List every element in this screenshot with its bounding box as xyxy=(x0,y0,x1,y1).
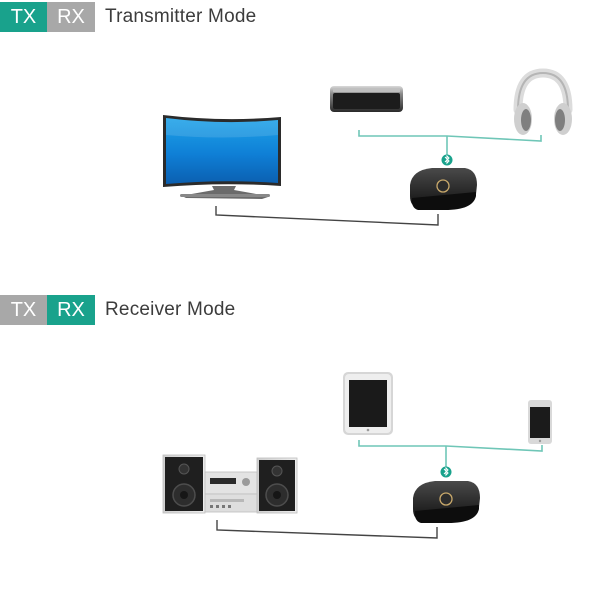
transmitter-mode-header: TX RX Transmitter Mode xyxy=(0,2,256,32)
right-speaker-icon xyxy=(256,457,298,514)
receiver-mode-title: Receiver Mode xyxy=(105,299,236,320)
transmitter-mode-title: Transmitter Mode xyxy=(105,6,257,27)
amplifier-icon xyxy=(204,471,258,513)
soundbar-icon xyxy=(330,86,403,112)
rx-badge: RX xyxy=(47,295,95,325)
adapter-icon xyxy=(413,481,480,523)
bluetooth-icon xyxy=(440,466,452,478)
audio-cable xyxy=(216,520,438,539)
transmitter-diagram xyxy=(0,40,600,300)
tv-icon xyxy=(163,115,281,199)
rx-badge: RX xyxy=(47,2,95,32)
bluetooth-icon xyxy=(441,154,453,166)
bluetooth-connection xyxy=(358,440,543,467)
tablet-icon xyxy=(343,372,393,435)
receiver-mode-header: TX RX Receiver Mode xyxy=(0,295,235,325)
left-speaker-icon xyxy=(162,454,206,514)
stereo-system-icon xyxy=(162,454,298,514)
receiver-diagram xyxy=(0,340,600,600)
tx-badge: TX xyxy=(0,2,47,32)
audio-cable xyxy=(215,206,439,226)
tx-badge: TX xyxy=(0,295,47,325)
adapter-icon xyxy=(410,168,477,210)
headphones-icon xyxy=(513,68,573,135)
bluetooth-connection xyxy=(358,130,542,155)
smartphone-icon xyxy=(528,400,552,444)
